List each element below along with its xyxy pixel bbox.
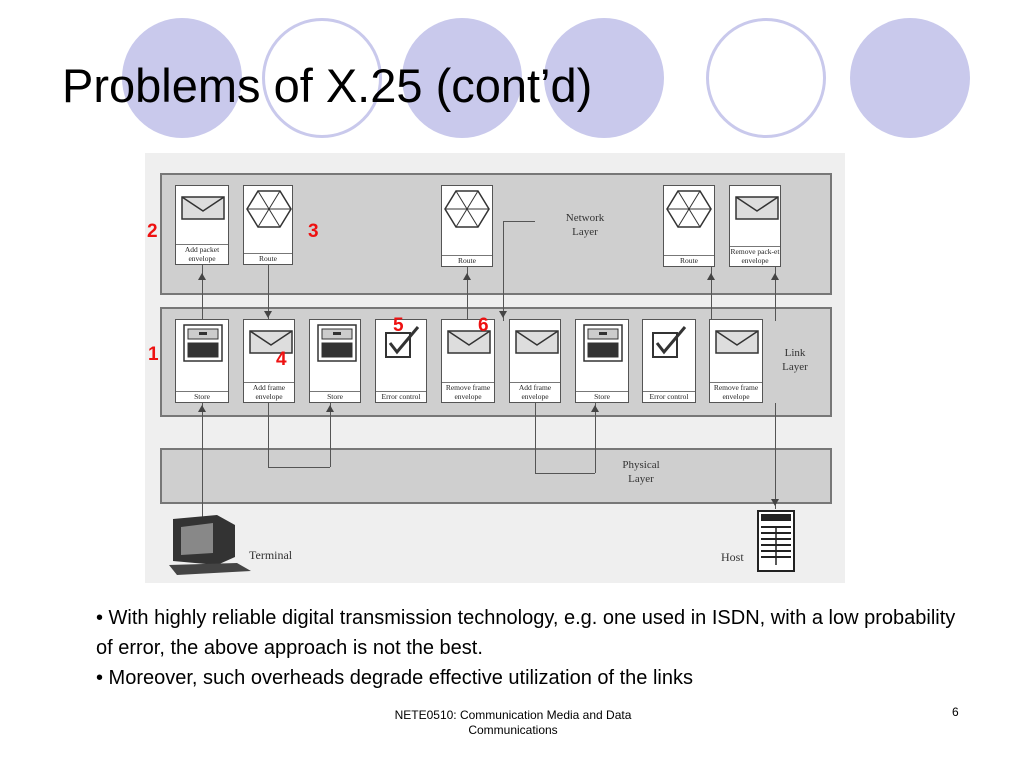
connector-line [595, 403, 596, 473]
host-label: Host [721, 550, 744, 564]
arrow-up [591, 405, 599, 412]
envelope-icon [735, 196, 779, 220]
route-hexagon-icon [444, 190, 490, 228]
decor-circle [706, 18, 826, 138]
add-frame-envelope-box: Add frame envelope [509, 319, 561, 403]
terminal-icon [169, 515, 251, 575]
network-layer-label: Network Layer [565, 212, 605, 238]
arrow-down [499, 311, 507, 318]
connector-line [268, 403, 269, 467]
store-box: Store [575, 319, 629, 403]
decor-circle [544, 18, 664, 138]
connector-line [775, 403, 776, 509]
decor-circle [262, 18, 382, 138]
envelope-icon [515, 330, 559, 354]
route-hexagon-icon [666, 190, 712, 228]
box-label: Route [664, 255, 714, 265]
route-hexagon-icon [246, 190, 292, 228]
checkbox-icon [385, 326, 420, 358]
checkbox-icon [652, 326, 687, 358]
page-number: 6 [952, 705, 959, 719]
remove-frame-envelope-box: Remove frame envelope [709, 319, 763, 403]
connector-line [535, 473, 595, 474]
store-box: Store [309, 319, 361, 403]
decor-circle [122, 18, 242, 138]
add-packet-envelope-box: Add packet envelope [175, 185, 229, 265]
route-box: Route [663, 185, 715, 267]
arrow-up [198, 273, 206, 280]
remove-packet-envelope-box: Remove pack-et envelope [729, 185, 781, 267]
connector-line [711, 267, 712, 321]
bullet-item: • With highly reliable digital transmiss… [96, 607, 956, 659]
box-label: Store [576, 391, 628, 401]
box-label: Add packet envelope [176, 244, 228, 263]
bullet-item: • Moreover, such overheads degrade effec… [96, 667, 693, 689]
box-label: Remove frame envelope [710, 382, 762, 401]
arrow-up [326, 405, 334, 412]
error-control-box: Error control [375, 319, 427, 403]
box-label: Remove pack-et envelope [730, 246, 780, 265]
physical-layer-band [160, 448, 832, 504]
connector-line [503, 221, 504, 321]
arrow-up [771, 273, 779, 280]
slide-title: Problems of X.25 (cont’d) [62, 59, 593, 112]
step-marker-3: 3 [308, 221, 319, 242]
decor-circle [402, 18, 522, 138]
file-cabinet-icon [317, 324, 357, 362]
decor-circle [850, 18, 970, 138]
box-label: Store [310, 391, 360, 401]
box-label: Remove frame envelope [442, 382, 494, 401]
file-cabinet-icon [583, 324, 623, 362]
box-label: Add frame envelope [244, 382, 294, 401]
physical-layer-label: Physical Layer [622, 459, 660, 485]
step-marker-5: 5 [393, 315, 404, 336]
terminal-label: Terminal [249, 548, 293, 562]
host-server-icon [757, 510, 795, 572]
box-label: Add frame envelope [510, 382, 560, 401]
arrow-up [463, 273, 471, 280]
arrow-down [264, 311, 272, 318]
box-label: Route [244, 253, 292, 263]
step-marker-6: 6 [478, 315, 489, 336]
link-layer-label: Link Layer [782, 347, 808, 373]
connector-line [268, 467, 330, 468]
footer-text: NETE0510: Communication Media and Data C… [394, 708, 632, 737]
box-label: Store [176, 391, 228, 401]
connector-line [503, 221, 535, 222]
connector-line [202, 263, 203, 319]
route-box: Route [243, 185, 293, 265]
envelope-icon [181, 196, 225, 220]
envelope-icon [715, 330, 759, 354]
envelope-icon [447, 330, 491, 354]
box-label: Error control [643, 391, 695, 401]
step-marker-2: 2 [147, 221, 158, 242]
connector-line [535, 403, 536, 473]
box-label: Error control [376, 391, 426, 401]
step-marker-1: 1 [148, 344, 159, 365]
arrow-up [198, 405, 206, 412]
connector-line [268, 265, 269, 321]
error-control-box: Error control [642, 319, 696, 403]
envelope-icon [249, 330, 293, 354]
x25-layer-diagram: Network Layer Link Layer Physical Layer … [145, 153, 845, 583]
arrow-up [707, 273, 715, 280]
box-label: Route [442, 255, 492, 265]
bullet-list: • With highly reliable digital transmiss… [96, 603, 976, 693]
arrow-down [771, 499, 779, 506]
connector-line [202, 403, 203, 521]
file-cabinet-icon [183, 324, 223, 362]
step-marker-4: 4 [276, 349, 287, 370]
connector-line [330, 403, 331, 467]
remove-frame-envelope-box: Remove frame envelope [441, 319, 495, 403]
connector-line [775, 267, 776, 321]
store-box: Store [175, 319, 229, 403]
route-box: Route [441, 185, 493, 267]
connector-line [467, 265, 468, 321]
add-frame-envelope-box: Add frame envelope [243, 319, 295, 403]
